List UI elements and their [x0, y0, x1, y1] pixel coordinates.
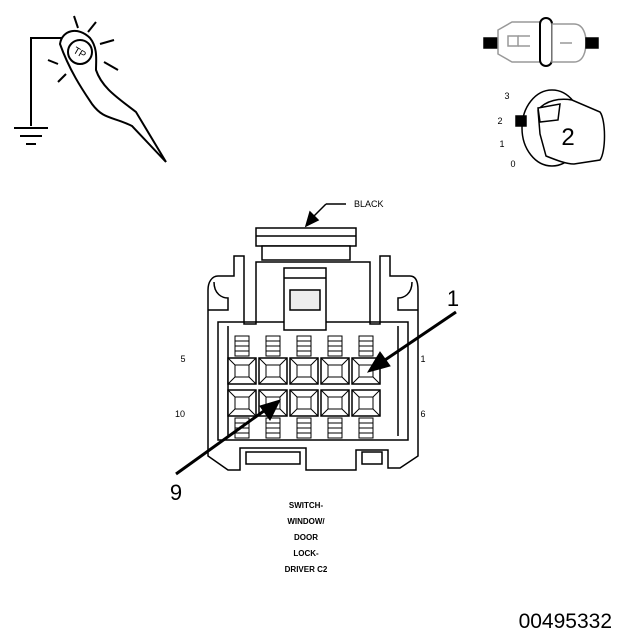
pin-label-6: 6 [420, 409, 425, 419]
ignition-switch-icon [515, 89, 606, 167]
caption-line-5: DRIVER C2 [285, 565, 328, 574]
caption-line-2: WINDOW/ [287, 517, 325, 526]
pin-cavity-grid [227, 335, 381, 439]
pin-label-1: 1 [420, 354, 425, 364]
pin-cavity [227, 357, 257, 385]
ignition-pos-0: 0 [510, 159, 515, 169]
ignition-pos-3: 3 [504, 91, 509, 101]
callout-9-label: 9 [170, 480, 182, 505]
pin-cavity [351, 389, 381, 417]
callout-1-label: 1 [447, 286, 459, 311]
terminal-tab [265, 417, 281, 439]
pin-label-10: 10 [175, 409, 185, 419]
caption-line-4: LOCK- [293, 549, 319, 558]
figure-id: 00495332 [519, 610, 612, 633]
pin-cavity [289, 389, 319, 417]
terminal-tab [358, 335, 374, 357]
connector-color-label: BLACK [354, 199, 384, 209]
terminal-tab [358, 417, 374, 439]
pin-cavity [258, 357, 288, 385]
terminal-tab [296, 417, 312, 439]
caption-line-1: SWITCH- [289, 501, 324, 510]
pin-label-5: 5 [180, 354, 185, 364]
connector-caption: SWITCH- WINDOW/ DOOR LOCK- DRIVER C2 [285, 501, 328, 574]
pin-cavity [289, 357, 319, 385]
caption-line-3: DOOR [294, 533, 318, 542]
test-probe-icon [14, 15, 167, 163]
terminal-tab [265, 335, 281, 357]
ignition-pos-1: 1 [499, 139, 504, 149]
terminal-tab [327, 335, 343, 357]
pin-cavity [227, 389, 257, 417]
terminal-tab [327, 417, 343, 439]
terminal-tab [296, 335, 312, 357]
pin-cavity [320, 389, 350, 417]
terminal-tab [234, 335, 250, 357]
ignition-pos-2: 2 [497, 116, 502, 126]
color-callout-arrow [304, 203, 346, 228]
pin-cavity [320, 357, 350, 385]
callout-1-arrow [366, 310, 457, 373]
connector-sideview-icon [483, 17, 599, 67]
ignition-selected: 2 [561, 124, 574, 151]
callout-9-arrow [175, 399, 281, 476]
